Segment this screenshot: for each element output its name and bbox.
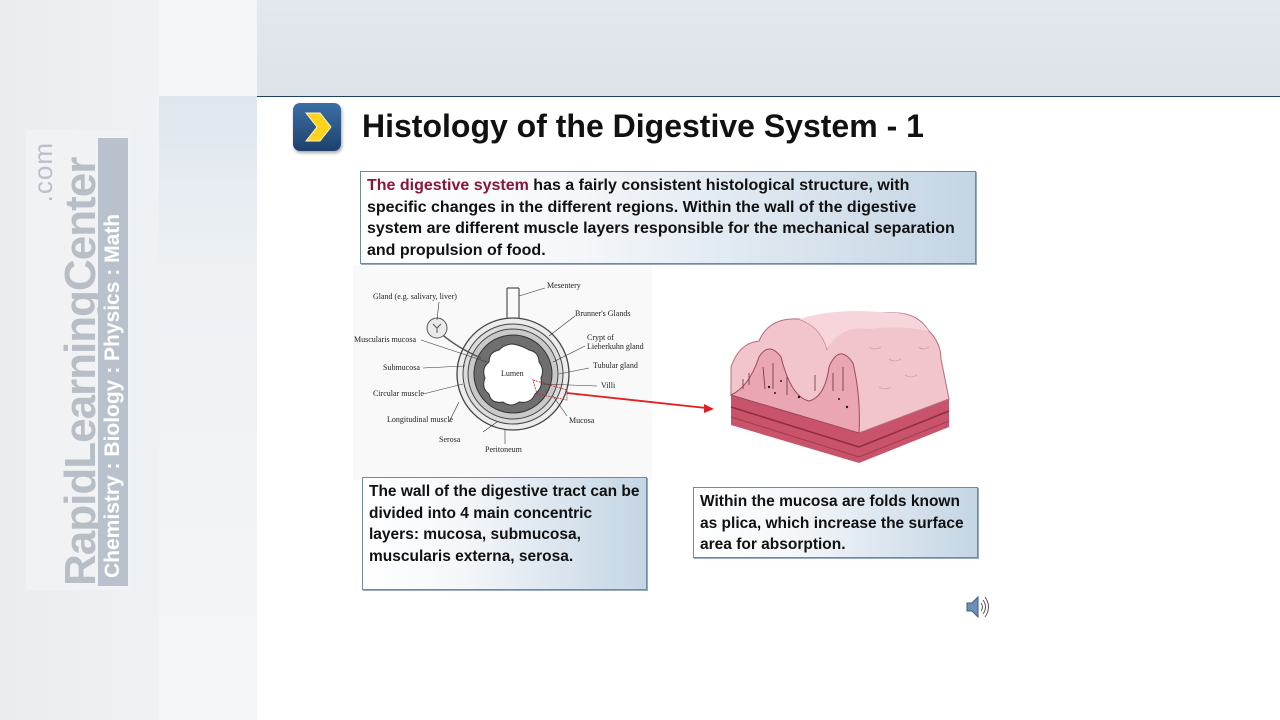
label-mesentery: Mesentery (547, 281, 581, 290)
side-strip (159, 96, 257, 720)
label-tubular-gland: Tubular gland (593, 361, 638, 370)
header-band-left (159, 0, 257, 96)
label-mucosa: Mucosa (569, 416, 595, 425)
arrow-right-icon[interactable] (293, 103, 341, 151)
label-gland: Gland (e.g. salivary, liver) (373, 292, 457, 301)
intro-textbox: The digestive system has a fairly consis… (360, 171, 976, 264)
label-brunners: Brunner's Glands (575, 309, 630, 318)
label-serosa: Serosa (439, 435, 461, 444)
header-rule (257, 96, 1280, 97)
label-villi: Villi (601, 381, 616, 390)
label-lumen: Lumen (501, 369, 524, 378)
brand-logo: .com RapidLearningCenter Chemistry : Bio… (26, 130, 132, 590)
slide-title: Histology of the Digestive System - 1 (362, 108, 924, 144)
plica-textbox: Within the mucosa are folds known as pli… (693, 487, 978, 558)
label-crypt-2: Lieberkuhn gland (587, 342, 644, 351)
label-submucosa: Submucosa (383, 363, 420, 372)
label-circular-muscle: Circular muscle (373, 389, 424, 398)
plica-illustration (729, 307, 951, 470)
intro-text: has a fairly consistent histological str… (367, 177, 955, 259)
label-crypt-1: Crypt of (587, 333, 614, 342)
gut-cross-section-diagram: Mesentery Gland (e.g. salivary, liver) B… (353, 266, 652, 480)
label-peritoneum: Peritoneum (485, 445, 523, 454)
speaker-icon[interactable] (962, 593, 992, 621)
intro-highlight: The digestive system (367, 177, 529, 194)
wall-layers-textbox: The wall of the digestive tract can be d… (362, 477, 647, 590)
label-longitudinal-muscle: Longitudinal muscle (387, 415, 453, 424)
header-band (159, 0, 1280, 96)
label-muscularis-mucosa: Muscularis mucosa (354, 335, 416, 344)
